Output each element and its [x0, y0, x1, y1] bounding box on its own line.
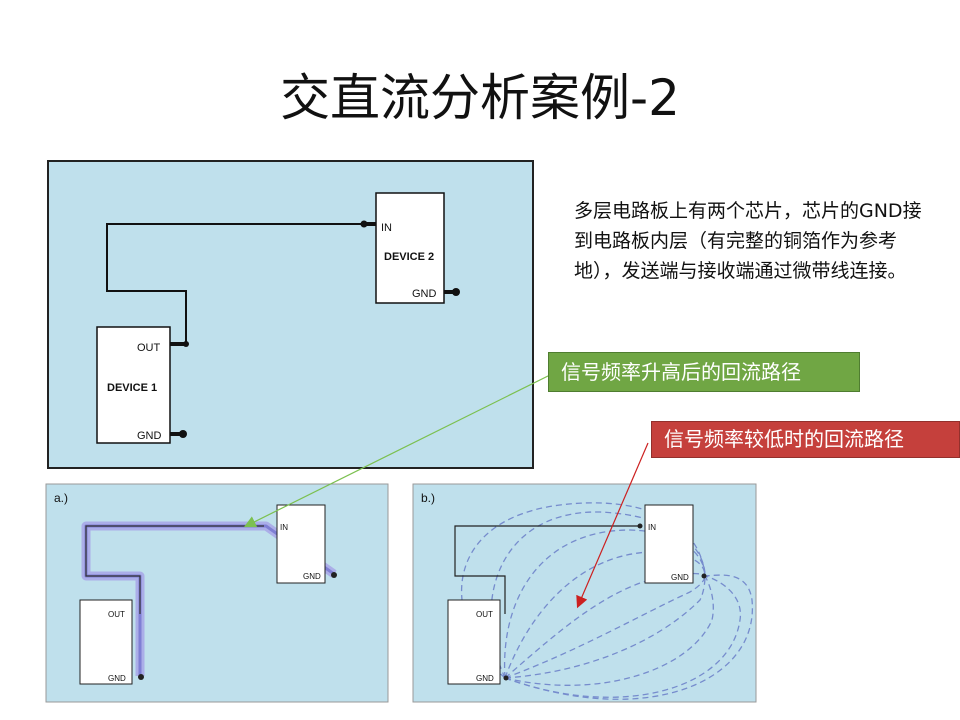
high-frequency-callout: 信号频率升高后的回流路径 — [548, 352, 860, 392]
green-arrow — [243, 373, 553, 528]
slide-title: 交直流分析案例-2 — [280, 69, 680, 127]
panel-b-gnd-label: GND — [476, 674, 494, 683]
low-frequency-callout: 信号频率较低时的回流路径 — [651, 421, 960, 458]
device-1-chip — [96, 326, 171, 444]
panel-a-in-label: IN — [280, 523, 288, 532]
device1-gnd-label: GND — [137, 430, 162, 442]
device2-label: DEVICE 2 — [384, 251, 434, 263]
panel-a-gnd2-label: GND — [303, 572, 321, 581]
main-circuit-board: IN DEVICE 2 GND OUT DEVICE 1 GND — [47, 160, 534, 469]
panel-b-gnd2-label: GND — [671, 573, 689, 582]
panel-a-gnd-label: GND — [108, 674, 126, 683]
panel-a-out-label: OUT — [108, 610, 125, 619]
device2-gnd-label: GND — [412, 288, 437, 300]
device1-out-label: OUT — [137, 342, 161, 354]
panel-a: a.) IN GND OUT GND — [45, 483, 389, 703]
description-text: 多层电路板上有两个芯片，芯片的GND接到电路板内层（有完整的铜箔作为参考地），发… — [574, 200, 922, 282]
panel-b-in-label: IN — [648, 523, 656, 532]
panel-b-label: b.) — [421, 491, 435, 505]
panel-a-label: a.) — [54, 491, 68, 505]
device-2-chip — [375, 192, 445, 304]
panel-b-out-label: OUT — [476, 610, 493, 619]
red-arrow — [576, 442, 649, 609]
device1-label: DEVICE 1 — [107, 382, 157, 394]
device2-in-label: IN — [381, 222, 392, 234]
panel-b: b.) IN GND OUT GND — [412, 483, 757, 703]
